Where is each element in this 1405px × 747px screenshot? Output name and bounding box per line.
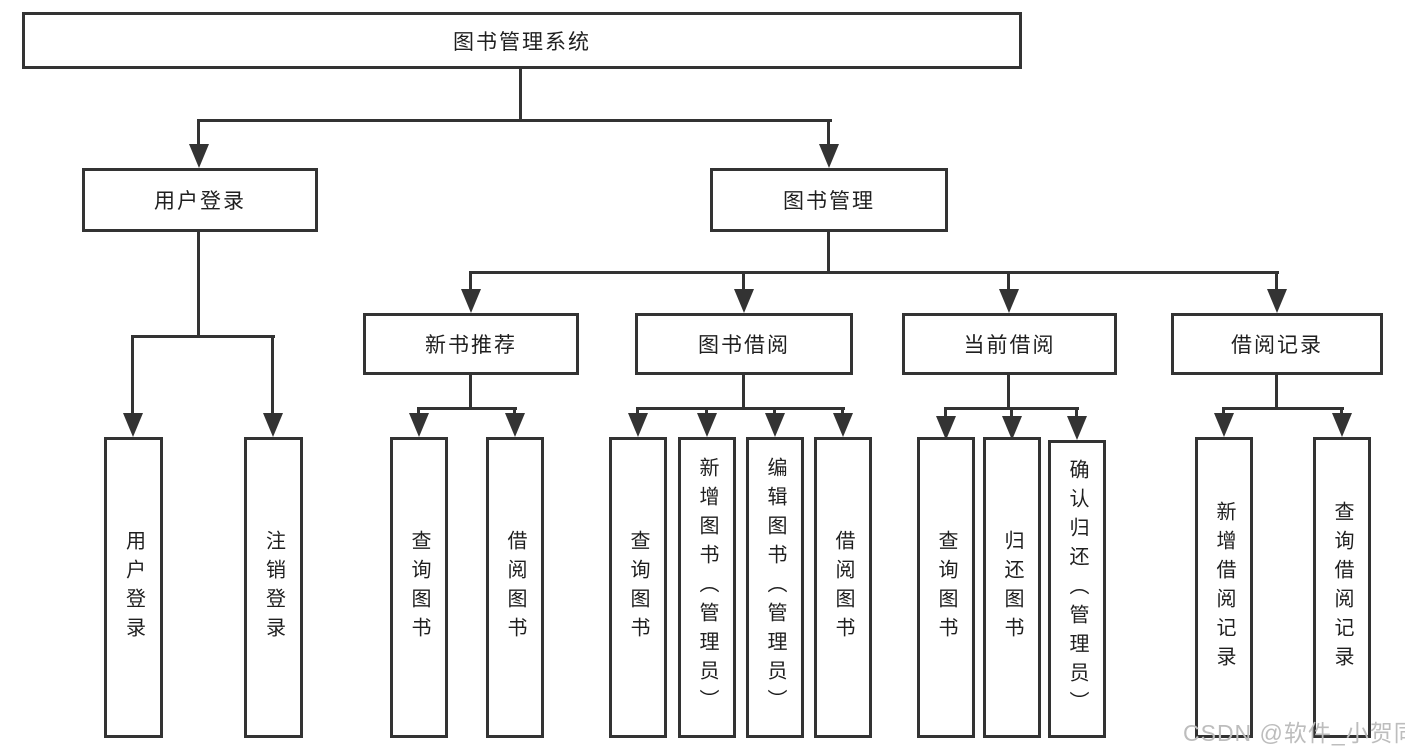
arrowhead-down-icon xyxy=(833,413,853,437)
arrowhead-down-icon xyxy=(734,289,754,313)
leaf-edit-books-admin: 编辑图书（管理员） xyxy=(746,437,804,738)
arrowhead-down-icon xyxy=(628,413,648,437)
arrowhead-down-icon xyxy=(697,413,717,437)
connector-arrow-shaft xyxy=(742,271,745,293)
leaf-add-books-admin-label: 新增图书（管理员） xyxy=(696,457,718,718)
node-book-borrowing: 图书借阅 xyxy=(635,313,853,375)
leaf-borrow-books-recommend-label: 借阅图书 xyxy=(504,529,526,646)
node-borrowing-records-label: 借阅记录 xyxy=(1231,334,1323,357)
connector-line-vertical xyxy=(197,230,200,337)
node-user-login: 用户登录 xyxy=(82,168,318,232)
connector-line-vertical xyxy=(469,373,472,409)
leaf-borrow-books-recommend: 借阅图书 xyxy=(486,437,544,738)
node-root: 图书管理系统 xyxy=(22,12,1022,69)
node-book-management: 图书管理 xyxy=(710,168,948,232)
leaf-query-books-current-label: 查询图书 xyxy=(935,529,957,646)
connector-line-horizontal xyxy=(417,407,517,410)
connector-arrow-shaft xyxy=(1222,407,1225,417)
leaf-query-books-borrowing-label: 查询图书 xyxy=(627,529,649,646)
arrowhead-down-icon xyxy=(461,289,481,313)
leaf-query-books-recommend: 查询图书 xyxy=(390,437,448,738)
connector-arrow-shaft xyxy=(1340,407,1343,417)
connector-line-horizontal xyxy=(197,119,832,122)
leaf-confirm-return-admin-label: 确认归还（管理员） xyxy=(1066,458,1088,720)
leaf-add-books-admin: 新增图书（管理员） xyxy=(678,437,736,738)
arrowhead-down-icon xyxy=(189,144,209,168)
arrowhead-down-icon xyxy=(936,416,956,440)
connector-line-horizontal xyxy=(636,407,845,410)
connector-arrow-shaft xyxy=(1007,271,1010,293)
node-book-borrowing-label: 图书借阅 xyxy=(698,334,790,357)
connector-line-horizontal xyxy=(469,271,1279,274)
connector-arrow-shaft xyxy=(705,407,708,417)
connector-line-vertical xyxy=(1275,373,1278,409)
leaf-return-books: 归还图书 xyxy=(983,437,1041,738)
connector-line-vertical xyxy=(827,230,830,273)
connector-arrow-shaft xyxy=(773,407,776,417)
connector-line-vertical xyxy=(519,69,522,121)
connector-arrow-shaft xyxy=(131,335,134,417)
arrowhead-down-icon xyxy=(1267,289,1287,313)
arrowhead-down-icon xyxy=(1332,413,1352,437)
arrowhead-down-icon xyxy=(505,413,525,437)
connector-line-vertical xyxy=(1007,373,1010,409)
node-book-management-label: 图书管理 xyxy=(783,190,875,213)
arrowhead-down-icon xyxy=(1067,416,1087,440)
leaf-query-books-current: 查询图书 xyxy=(917,437,975,738)
connector-arrow-shaft xyxy=(1010,407,1013,420)
node-new-book-recommend: 新书推荐 xyxy=(363,313,579,375)
leaf-query-borrow-record: 查询借阅记录 xyxy=(1313,437,1371,738)
connector-arrow-shaft xyxy=(513,407,516,417)
connector-arrow-shaft xyxy=(944,407,947,420)
leaf-query-books-borrowing: 查询图书 xyxy=(609,437,667,738)
arrowhead-down-icon xyxy=(1002,416,1022,440)
node-user-login-label: 用户登录 xyxy=(154,190,246,213)
node-current-borrowing-label: 当前借阅 xyxy=(963,334,1056,357)
arrowhead-down-icon xyxy=(263,413,283,437)
leaf-user-login: 用户登录 xyxy=(104,437,163,738)
connector-arrow-shaft xyxy=(827,119,830,148)
csdn-watermark: CSDN @软件_小贺同学 xyxy=(1183,720,1405,746)
leaf-borrow-books-borrowing: 借阅图书 xyxy=(814,437,872,738)
connector-arrow-shaft xyxy=(1275,271,1278,293)
leaf-user-login-label: 用户登录 xyxy=(122,529,145,646)
arrowhead-down-icon xyxy=(123,413,143,437)
node-current-borrowing: 当前借阅 xyxy=(902,313,1117,375)
arrowhead-down-icon xyxy=(409,413,429,437)
arrowhead-down-icon xyxy=(999,289,1019,313)
node-root-label: 图书管理系统 xyxy=(453,30,591,54)
leaf-edit-books-admin-label: 编辑图书（管理员） xyxy=(764,457,786,718)
connector-arrow-shaft xyxy=(417,407,420,417)
connector-arrow-shaft xyxy=(271,335,274,417)
node-new-book-recommend-label: 新书推荐 xyxy=(425,334,517,357)
node-borrowing-records: 借阅记录 xyxy=(1171,313,1383,375)
leaf-borrow-books-borrowing-label: 借阅图书 xyxy=(832,529,854,646)
leaf-add-borrow-record-label: 新增借阅记录 xyxy=(1213,500,1235,675)
connector-arrow-shaft xyxy=(469,271,472,293)
connector-arrow-shaft xyxy=(1075,407,1078,420)
leaf-return-books-label: 归还图书 xyxy=(1001,529,1023,646)
connector-line-horizontal xyxy=(1222,407,1344,410)
leaf-query-borrow-record-label: 查询借阅记录 xyxy=(1331,500,1353,675)
connector-arrow-shaft xyxy=(841,407,844,417)
connector-line-horizontal xyxy=(131,335,275,338)
connector-arrow-shaft xyxy=(197,119,200,148)
arrowhead-down-icon xyxy=(1214,413,1234,437)
leaf-confirm-return-admin: 确认归还（管理员） xyxy=(1048,440,1106,738)
leaf-add-borrow-record: 新增借阅记录 xyxy=(1195,437,1253,738)
leaf-logout-login-label: 注销登录 xyxy=(262,529,285,646)
arrowhead-down-icon xyxy=(819,144,839,168)
connector-arrow-shaft xyxy=(636,407,639,417)
connector-line-vertical xyxy=(742,373,745,409)
leaf-query-books-recommend-label: 查询图书 xyxy=(408,529,430,646)
arrowhead-down-icon xyxy=(765,413,785,437)
leaf-logout-login: 注销登录 xyxy=(244,437,303,738)
